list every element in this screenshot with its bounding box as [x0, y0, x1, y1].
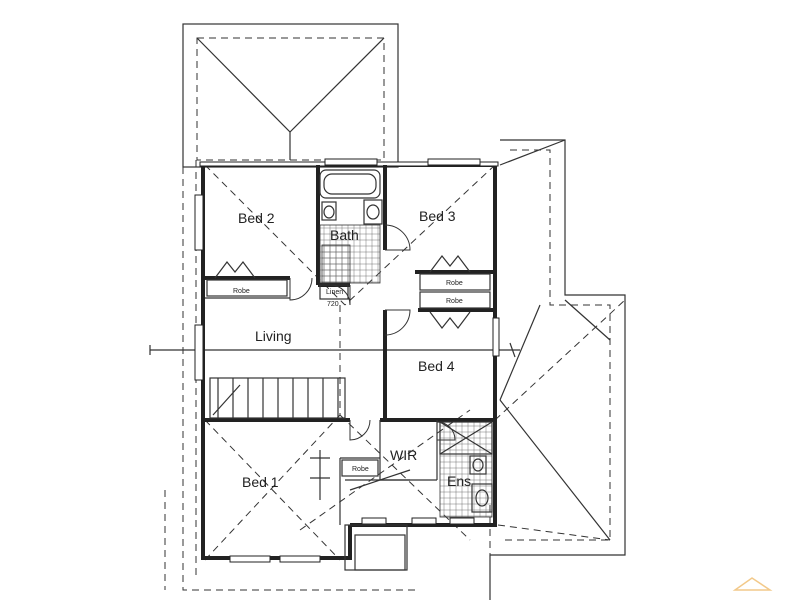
window-wir: [361, 517, 387, 525]
window-ens-b: [449, 517, 475, 525]
window-bed4: [492, 317, 500, 357]
label-bed1: Bed 1: [242, 474, 279, 490]
bath-fixtures: [319, 169, 383, 284]
window-bed2: [194, 194, 204, 251]
window-ens-a: [411, 517, 437, 525]
window-living: [194, 324, 204, 381]
robe-bed2: [206, 279, 288, 297]
label-bed4: Bed 4: [418, 358, 455, 374]
window-bed1-b: [279, 555, 321, 563]
label-robe-bed2: Robe: [233, 288, 250, 295]
basin-bath: [363, 199, 383, 225]
label-robe-bed3-b: Robe: [446, 298, 463, 305]
label-bath: Bath: [330, 227, 359, 243]
window-bed3: [427, 158, 481, 166]
label-robe-bed3-a: Robe: [446, 280, 463, 287]
robe-bed3-b: [419, 291, 491, 309]
basin-ensuite: [471, 483, 493, 513]
shower: [321, 244, 351, 284]
bathtub: [319, 169, 381, 199]
label-linen: Linen: [326, 289, 343, 296]
watermark-logo: [732, 577, 773, 591]
label-wir: WIR: [390, 447, 417, 463]
ensuite-shower: [439, 421, 493, 455]
door-ens: [436, 421, 456, 441]
robe-bed1: [341, 459, 379, 477]
interior-walls: [205, 165, 493, 525]
door-bed1: [349, 419, 371, 441]
window-bath: [324, 158, 378, 166]
label-linen-size: 720: [327, 301, 339, 308]
robes: [206, 255, 491, 500]
staircase: [209, 377, 346, 419]
fixture-labels: Robe Robe Robe Linen 720 Robe: [233, 280, 463, 473]
room-labels: Bed 2 Bed 3 Bath Living Bed 4 WIR Bed 1 …: [238, 208, 471, 490]
door-bed4: [384, 309, 411, 336]
door-bed2: [289, 277, 313, 301]
label-ens: Ens: [447, 473, 471, 489]
ensuite-fixtures: [439, 421, 493, 518]
windows: [194, 158, 500, 571]
door-bath: [384, 224, 411, 251]
label-bed2: Bed 2: [238, 210, 275, 226]
robe-bed3-a: [419, 273, 491, 291]
label-robe-bed1: Robe: [352, 466, 369, 473]
linen-cupboard: [319, 284, 349, 300]
ensuite-tiles: [439, 421, 493, 518]
window-bed1-a: [229, 555, 271, 563]
roof-outline: [149, 23, 626, 600]
doors: [289, 224, 456, 441]
label-bed3: Bed 3: [419, 208, 456, 224]
toilet-ensuite: [469, 455, 487, 475]
label-living: Living: [255, 328, 292, 344]
toilet-bath: [321, 201, 337, 221]
